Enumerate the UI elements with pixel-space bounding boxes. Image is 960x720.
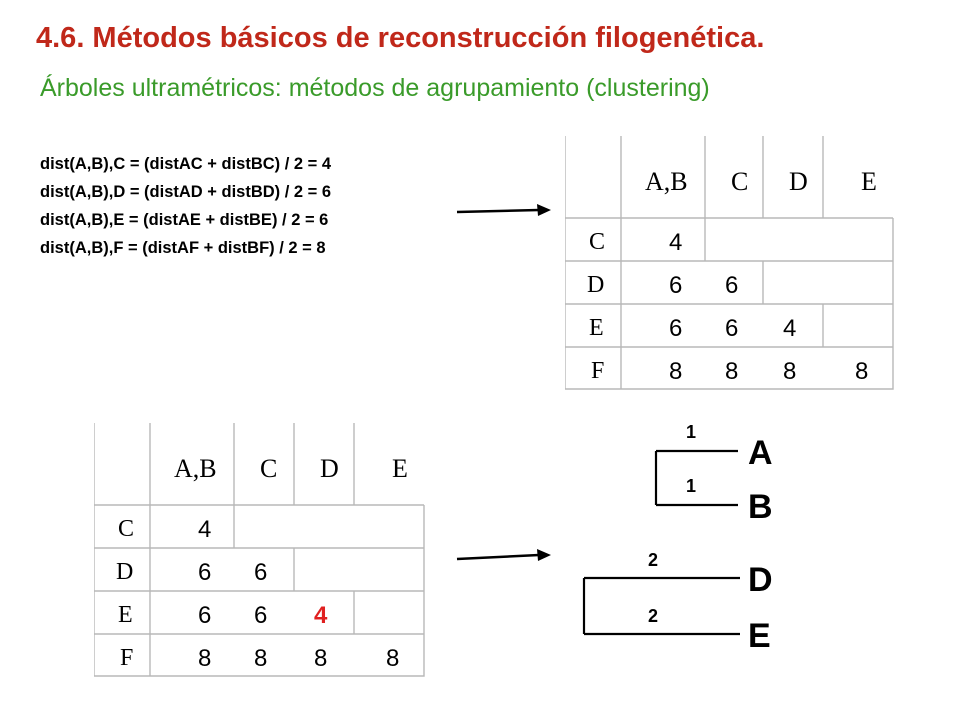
matrix-cell: 8	[669, 358, 682, 385]
formula-line: dist(A,B),C = (distAC + distBC) / 2 = 4	[40, 155, 332, 173]
tree-ab: 1 1 A B	[654, 422, 773, 526]
column-header: E	[392, 454, 408, 483]
matrix-cell-highlighted: 4	[314, 602, 328, 629]
column-header: C	[731, 167, 748, 196]
branch-length: 2	[648, 606, 658, 626]
row-label: D	[587, 272, 604, 298]
row-label: E	[118, 602, 133, 628]
column-header: E	[861, 167, 877, 196]
matrix-cell: 4	[783, 315, 796, 342]
slide-title: 4.6. Métodos básicos de reconstrucción f…	[36, 22, 765, 54]
matrix-cell: 6	[669, 315, 682, 342]
row-label: D	[116, 559, 133, 585]
column-header: D	[789, 167, 808, 196]
branch-length: 1	[686, 422, 696, 442]
matrix-cell: 4	[198, 516, 211, 543]
row-label: C	[118, 516, 134, 542]
row-label: C	[589, 229, 605, 255]
matrix-cell: 6	[669, 272, 682, 299]
column-header: A,B	[174, 454, 217, 483]
distance-matrix-1: A,B C D E C 4 D 6 6 E 6 6 4 F 8 8 8 8	[565, 136, 894, 390]
branch-length: 1	[686, 476, 696, 496]
arrow-to-tree	[456, 549, 551, 561]
matrix-grid	[94, 423, 425, 677]
matrix-cell: 8	[254, 645, 267, 672]
leaf-label: A	[748, 434, 773, 472]
matrix-cell: 6	[198, 559, 211, 586]
slide-subtitle: Árboles ultramétricos: métodos de agrupa…	[40, 74, 710, 102]
formula-line: dist(A,B),F = (distAF + distBF) / 2 = 8	[40, 239, 326, 257]
column-header: A,B	[645, 167, 688, 196]
branch-length: 2	[648, 550, 658, 570]
arrow-to-matrix	[456, 204, 551, 216]
leaf-label: D	[748, 561, 773, 599]
row-label: F	[120, 645, 133, 671]
matrix-cell: 6	[254, 602, 267, 629]
matrix-cell: 6	[254, 559, 267, 586]
leaf-label: E	[748, 617, 771, 655]
leaf-label: B	[748, 488, 773, 526]
matrix-cell: 8	[855, 358, 868, 385]
row-label: F	[591, 358, 604, 384]
matrix-grid	[565, 136, 894, 390]
formula-line: dist(A,B),E = (distAE + distBE) / 2 = 6	[40, 211, 329, 229]
matrix-cell: 4	[669, 229, 682, 256]
matrix-cell: 8	[314, 645, 327, 672]
formula-line: dist(A,B),D = (distAD + distBD) / 2 = 6	[40, 183, 332, 201]
matrix-cell: 6	[198, 602, 211, 629]
matrix-cell: 8	[386, 645, 399, 672]
row-label: E	[589, 315, 604, 341]
matrix-cell: 8	[783, 358, 796, 385]
matrix-cell: 6	[725, 272, 738, 299]
distance-matrix-2: A,B C D E C 4 D 6 6 E 6 6 4 F 8 8 8 8	[94, 423, 425, 677]
matrix-cell: 6	[725, 315, 738, 342]
matrix-cell: 8	[198, 645, 211, 672]
column-header: C	[260, 454, 277, 483]
tree-de: 2 2 D E	[582, 550, 773, 655]
matrix-cell: 8	[725, 358, 738, 385]
formula-list: dist(A,B),C = (distAC + distBC) / 2 = 4 …	[40, 150, 331, 262]
column-header: D	[320, 454, 339, 483]
